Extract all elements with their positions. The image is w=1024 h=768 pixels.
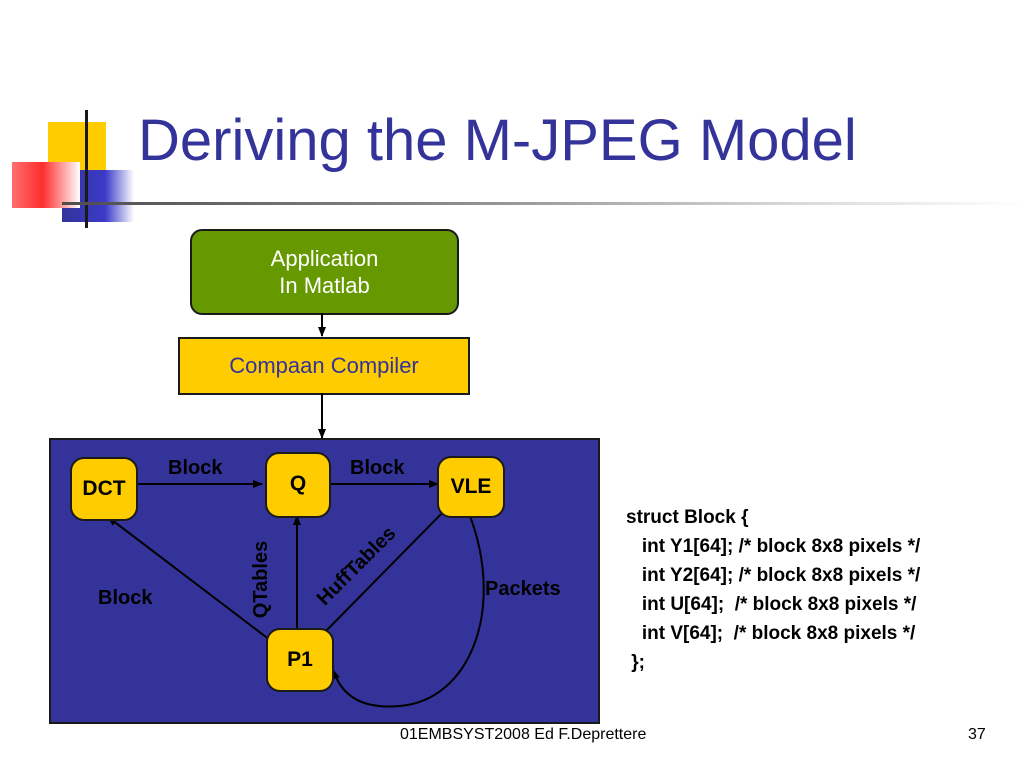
struct-block-code: struct Block { int Y1[64]; /* block 8x8 … (626, 503, 920, 677)
application-label-line2: In Matlab (279, 273, 370, 298)
edge-label-p1-dct: Block (98, 587, 153, 609)
title-divider (62, 202, 1022, 205)
node-dct: DCT (70, 457, 138, 521)
code-line: int U[64]; /* block 8x8 pixels */ (626, 594, 917, 615)
code-line: }; (626, 652, 645, 673)
code-line: int Y2[64]; /* block 8x8 pixels */ (626, 565, 921, 586)
node-p1: P1 (266, 628, 334, 692)
edge-p1-to-vle (324, 504, 451, 633)
edge-label-qtables: QTables (250, 540, 273, 619)
application-label-line1: Application (270, 246, 379, 271)
decor-vertical-line (85, 110, 88, 228)
code-line: struct Block { (626, 507, 749, 528)
edge-vle-to-p1 (332, 515, 485, 708)
node-q: Q (265, 452, 331, 518)
code-line: int V[64]; /* block 8x8 pixels */ (626, 623, 916, 644)
code-line: int Y1[64]; /* block 8x8 pixels */ (626, 536, 921, 557)
footer-text: 01EMBSYST2008 Ed F.Deprettere (400, 726, 647, 743)
node-vle-label: VLE (450, 475, 492, 498)
edge-label-dct-q: Block (168, 457, 223, 479)
compiler-label: Compaan Compiler (229, 353, 419, 378)
edge-p1-to-dct (107, 516, 271, 641)
node-q-label: Q (289, 472, 307, 495)
application-box: Application In Matlab (190, 229, 459, 315)
node-vle: VLE (437, 456, 505, 518)
edge-label-packets: Packets (485, 578, 561, 600)
decor-red-square (12, 162, 80, 208)
compiler-box: Compaan Compiler (178, 337, 470, 395)
node-dct-label: DCT (82, 477, 126, 500)
slide-number: 37 (968, 726, 986, 743)
node-p1-label: P1 (287, 648, 313, 671)
slide-title: Deriving the M-JPEG Model (138, 108, 857, 173)
edge-label-q-vle: Block (350, 457, 405, 479)
